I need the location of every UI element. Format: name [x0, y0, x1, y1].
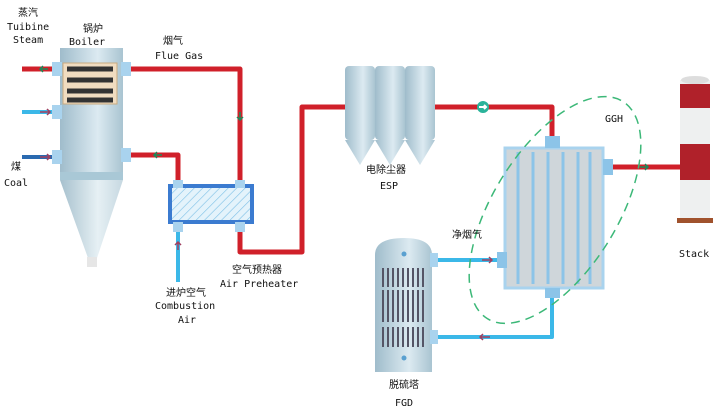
label-boiler-en: Boiler: [69, 37, 106, 48]
label-fgd-cn: 脱硫塔: [389, 380, 419, 391]
fan-icon: [477, 101, 489, 113]
label-air-en1: Combustion: [155, 301, 216, 312]
ggh-to-fgd-pipe: [436, 296, 554, 339]
label-air-en2: Air: [178, 315, 197, 326]
label-air-cn: 进炉空气: [166, 288, 206, 299]
label-coal-en: Coal: [4, 178, 29, 189]
heating-coil: [67, 66, 113, 103]
label-stack: Stack: [679, 249, 710, 260]
boiler: [52, 48, 131, 267]
hot-air-pipe: [130, 152, 181, 185]
label-boiler-cn: 锅炉: [83, 24, 103, 35]
esp: [345, 66, 435, 165]
label-aph-en: Air Preheater: [220, 279, 299, 290]
label-flue-cn: 烟气: [163, 36, 183, 47]
label-clean-gas: 净烟气: [452, 230, 482, 241]
label-esp-en: ESP: [380, 181, 399, 192]
label-flue-en: Flue Gas: [155, 51, 204, 62]
label-fgd-en: FGD: [395, 398, 414, 409]
aph-to-esp-pipe: [237, 104, 345, 255]
ggh-exchanger: [497, 136, 613, 298]
flue-gas-pipe: [128, 66, 243, 185]
fgd-tower: [375, 238, 438, 372]
label-esp-cn: 电除尘器: [366, 165, 406, 176]
label-steam-en2: Steam: [13, 35, 44, 46]
ggh-boundary: [468, 95, 642, 325]
label-ggh: GGH: [605, 114, 624, 125]
label-steam-cn: 蒸汽: [18, 8, 38, 19]
esp-to-ggh-pipe: [435, 104, 555, 136]
flow-arrows: [38, 65, 650, 341]
stack: [677, 76, 713, 223]
label-aph-cn: 空气预热器: [232, 265, 282, 276]
label-steam-en1: Tuibine: [7, 22, 50, 33]
air-preheater: [168, 180, 254, 232]
label-coal-cn: 煤: [11, 162, 21, 173]
